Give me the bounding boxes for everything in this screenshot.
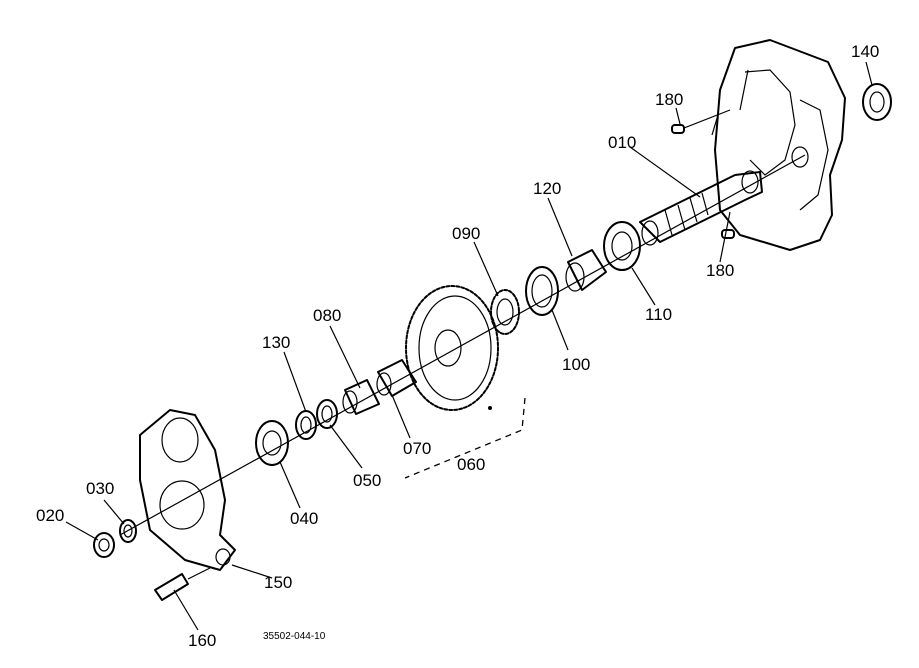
assembly-axis xyxy=(119,154,806,536)
part-110-collar xyxy=(565,249,607,292)
part-090-gear xyxy=(490,289,520,335)
label-080: 080 xyxy=(313,306,341,325)
label-130: 130 xyxy=(262,333,290,352)
part-050-washer xyxy=(316,399,338,429)
part-060-large-gear xyxy=(405,285,499,411)
label-050: 050 xyxy=(353,471,381,490)
part-010-shaft xyxy=(639,170,763,246)
part-180-pin-bottom xyxy=(721,229,735,239)
part-140-oil-seal xyxy=(862,83,892,121)
part-100-needle-bearing xyxy=(525,266,559,316)
label-060: 060 xyxy=(457,455,485,474)
label-040: 040 xyxy=(290,509,318,528)
drawing-code: 35502-044-10 xyxy=(263,631,326,642)
label-160: 160 xyxy=(188,631,216,650)
label-140: 140 xyxy=(851,42,879,61)
part-150-bracket xyxy=(139,409,236,571)
label-070: 070 xyxy=(403,439,431,458)
label-020: 020 xyxy=(36,506,64,525)
label-100: 100 xyxy=(562,355,590,374)
part-130-washer xyxy=(295,410,317,440)
label-030: 030 xyxy=(86,479,114,498)
part-120-bearing xyxy=(603,221,641,271)
part-030-washer xyxy=(119,519,137,543)
part-020-nut xyxy=(93,532,115,558)
part-180-pin-top xyxy=(671,109,731,136)
label-120: 110 xyxy=(645,305,672,324)
leader-lines xyxy=(65,61,873,631)
part-160-bolt xyxy=(154,567,211,601)
label-180-top: 180 xyxy=(655,90,683,109)
part-040-bearing xyxy=(255,420,289,466)
label-150: 150 xyxy=(264,573,292,592)
label-090: 090 xyxy=(452,224,480,243)
part-080-collar xyxy=(342,379,380,415)
part-070-bushing xyxy=(376,359,417,397)
label-010: 010 xyxy=(608,133,636,152)
label-180-bottom: 180 xyxy=(706,261,734,280)
transmission-housing xyxy=(714,39,846,251)
label-110: 120 xyxy=(533,179,561,198)
